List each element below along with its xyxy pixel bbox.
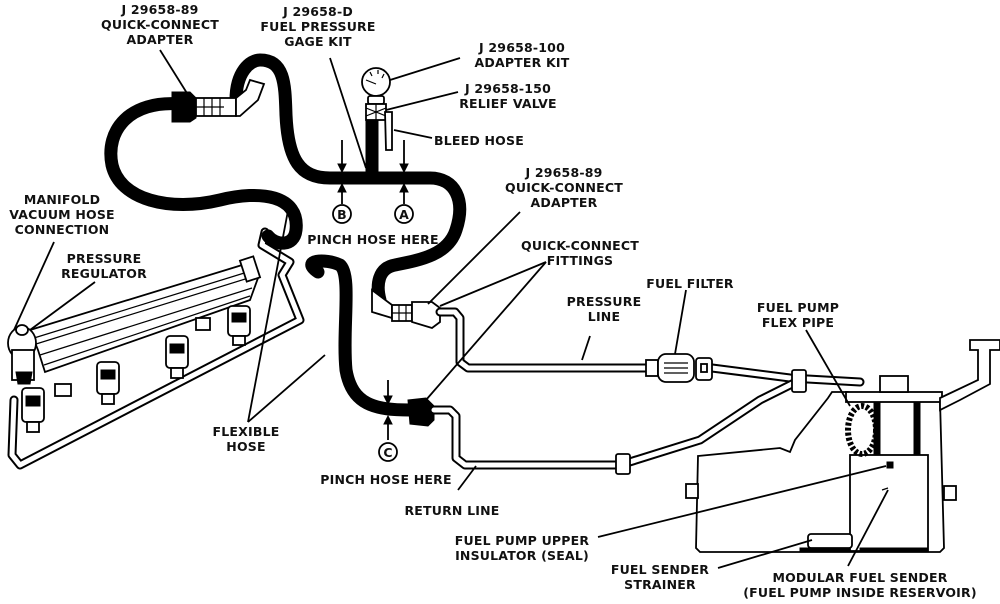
label-pressure-line: PRESSURE LINE bbox=[567, 294, 642, 324]
pinch-marker-c: C bbox=[378, 380, 398, 462]
label-qc-fittings: QUICK-CONNECT FITTINGS bbox=[521, 238, 639, 268]
svg-text:INSULATOR (SEAL): INSULATOR (SEAL) bbox=[455, 548, 589, 563]
svg-text:VACUUM HOSE: VACUUM HOSE bbox=[9, 207, 115, 222]
label-return-line: RETURN LINE bbox=[404, 503, 499, 518]
svg-text:FUEL FILTER: FUEL FILTER bbox=[646, 276, 734, 291]
svg-text:PRESSURE: PRESSURE bbox=[67, 251, 142, 266]
label-pinch-bottom: PINCH HOSE HERE bbox=[320, 472, 451, 487]
fuel-rail-assembly bbox=[7, 227, 305, 470]
quick-connect-adapter-mid bbox=[371, 288, 441, 329]
svg-text:FLEX PIPE: FLEX PIPE bbox=[762, 315, 834, 330]
svg-text:ADAPTER: ADAPTER bbox=[531, 195, 598, 210]
svg-text:MANIFOLD: MANIFOLD bbox=[24, 192, 100, 207]
svg-text:FUEL PUMP: FUEL PUMP bbox=[757, 300, 839, 315]
svg-text:HOSE: HOSE bbox=[226, 439, 265, 454]
svg-text:QUICK-CONNECT: QUICK-CONNECT bbox=[521, 238, 639, 253]
injector bbox=[227, 305, 251, 346]
label-qc-adapter-mid: J 29658-89 QUICK-CONNECT ADAPTER bbox=[505, 165, 623, 210]
svg-text:J 29658-89: J 29658-89 bbox=[120, 2, 198, 17]
svg-text:REGULATOR: REGULATOR bbox=[61, 266, 147, 281]
svg-text:PINCH HOSE HERE: PINCH HOSE HERE bbox=[307, 232, 438, 247]
label-relief-valve: J 29658-150 RELIEF VALVE bbox=[459, 81, 557, 111]
svg-text:RETURN LINE: RETURN LINE bbox=[404, 503, 499, 518]
pinch-marker-a: A bbox=[394, 140, 414, 224]
marker-a-label: A bbox=[399, 207, 409, 222]
svg-text:PINCH HOSE HERE: PINCH HOSE HERE bbox=[320, 472, 451, 487]
label-upper-insulator: FUEL PUMP UPPER INSULATOR (SEAL) bbox=[455, 533, 590, 563]
return-line bbox=[429, 375, 805, 470]
svg-text:J 29658-150: J 29658-150 bbox=[464, 81, 551, 96]
marker-b-label: B bbox=[337, 207, 347, 222]
injector bbox=[96, 361, 120, 405]
label-pressure-regulator: PRESSURE REGULATOR bbox=[61, 251, 147, 281]
svg-text:ADAPTER: ADAPTER bbox=[127, 32, 194, 47]
svg-text:STRAINER: STRAINER bbox=[624, 577, 696, 592]
svg-text:J 29658-100: J 29658-100 bbox=[478, 40, 565, 55]
quick-connect-fitting-lower bbox=[407, 397, 435, 427]
upper-insulator-seal bbox=[886, 461, 894, 469]
svg-text:FITTINGS: FITTINGS bbox=[547, 253, 614, 268]
label-sender-strainer: FUEL SENDER STRAINER bbox=[611, 562, 709, 592]
label-modular-sender: MODULAR FUEL SENDER (FUEL PUMP INSIDE RE… bbox=[743, 570, 977, 600]
quick-connect-adapter-top bbox=[171, 78, 266, 123]
fuel-pump-flex-pipe bbox=[845, 403, 879, 457]
label-flex-pipe: FUEL PUMP FLEX PIPE bbox=[757, 300, 839, 330]
line-clip bbox=[791, 369, 807, 393]
label-qc-adapter-top: J 29658-89 QUICK-CONNECT ADAPTER bbox=[101, 2, 219, 47]
flexible-hose-upper bbox=[104, 53, 467, 307]
svg-text:FUEL SENDER: FUEL SENDER bbox=[611, 562, 709, 577]
flexible-hose-lower bbox=[305, 254, 417, 417]
svg-text:FUEL PRESSURE: FUEL PRESSURE bbox=[260, 19, 375, 34]
svg-text:GAGE KIT: GAGE KIT bbox=[284, 34, 352, 49]
pressure-line bbox=[435, 307, 865, 387]
svg-text:FLEXIBLE: FLEXIBLE bbox=[213, 424, 280, 439]
label-fuel-filter: FUEL FILTER bbox=[646, 276, 734, 291]
pressure-regulator bbox=[7, 324, 37, 385]
injector bbox=[165, 335, 189, 379]
label-adapter-kit: J 29658-100 ADAPTER KIT bbox=[475, 40, 570, 70]
svg-text:J 29658-89: J 29658-89 bbox=[524, 165, 602, 180]
label-manifold-vacuum: MANIFOLD VACUUM HOSE CONNECTION bbox=[9, 192, 115, 237]
svg-text:J 29658-D: J 29658-D bbox=[282, 4, 353, 19]
line-clip bbox=[615, 453, 631, 475]
fuel-pressure-gauge bbox=[361, 67, 393, 151]
svg-text:PRESSURE: PRESSURE bbox=[567, 294, 642, 309]
svg-text:(FUEL PUMP INSIDE RESERVOIR): (FUEL PUMP INSIDE RESERVOIR) bbox=[743, 585, 977, 600]
injector bbox=[21, 387, 45, 433]
label-bleed-hose: BLEED HOSE bbox=[434, 133, 524, 148]
modular-fuel-sender bbox=[845, 339, 1000, 552]
leader-lines bbox=[13, 49, 889, 569]
svg-text:QUICK-CONNECT: QUICK-CONNECT bbox=[101, 17, 219, 32]
svg-text:QUICK-CONNECT: QUICK-CONNECT bbox=[505, 180, 623, 195]
svg-text:ADAPTER KIT: ADAPTER KIT bbox=[475, 55, 570, 70]
fuel-filter bbox=[645, 353, 713, 383]
label-flexible-hose: FLEXIBLE HOSE bbox=[213, 424, 280, 454]
label-pinch-top: PINCH HOSE HERE bbox=[307, 232, 438, 247]
label-gage-kit: J 29658-D FUEL PRESSURE GAGE KIT bbox=[260, 4, 375, 49]
svg-text:LINE: LINE bbox=[588, 309, 620, 324]
svg-text:BLEED HOSE: BLEED HOSE bbox=[434, 133, 524, 148]
svg-text:CONNECTION: CONNECTION bbox=[15, 222, 110, 237]
pinch-marker-b: B bbox=[332, 140, 352, 224]
svg-text:MODULAR FUEL SENDER: MODULAR FUEL SENDER bbox=[772, 570, 947, 585]
svg-text:FUEL PUMP UPPER: FUEL PUMP UPPER bbox=[455, 533, 590, 548]
svg-text:RELIEF VALVE: RELIEF VALVE bbox=[459, 96, 557, 111]
marker-c-label: C bbox=[383, 445, 392, 460]
